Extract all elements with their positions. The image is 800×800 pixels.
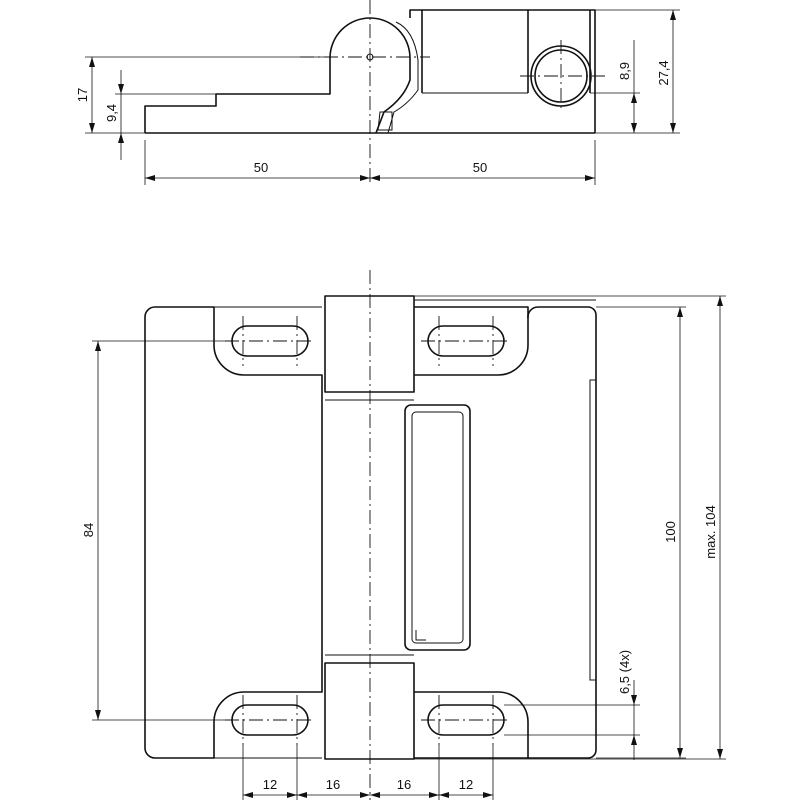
side-view-knuckle: [329, 17, 411, 134]
side-view-right-leaf: [409, 9, 596, 133]
side-view-dimensions: 17 9,4 50 50 8,9 27,4: [75, 9, 680, 185]
front-view-right-leaf-outline: [527, 306, 597, 759]
front-view: [144, 270, 597, 800]
dimension-left-width: 50: [254, 160, 268, 175]
dimension-bottom-spacing-1: 12: [263, 777, 277, 792]
front-view-right-leaf-bottom: [414, 691, 529, 759]
dimension-right-width: 50: [473, 160, 487, 175]
dimension-total-height: 17: [75, 88, 90, 102]
side-view-knuckle-inner: [387, 21, 419, 134]
side-view: [144, 0, 605, 185]
dimension-bottom-spacing-3: 16: [397, 777, 411, 792]
front-view-right-leaf: [414, 306, 529, 376]
front-view-knuckle-top: [324, 295, 415, 393]
front-view-window-inner: [411, 411, 464, 644]
side-view-left-leaf: [144, 58, 331, 133]
dimension-bottom-spacing-4: 12: [459, 777, 473, 792]
dimension-overall-height: 27,4: [656, 60, 671, 85]
dimension-pin-height: 8,9: [617, 62, 632, 80]
dimension-base-thickness: 9,4: [104, 104, 119, 122]
side-view-knuckle-tab: [377, 111, 393, 131]
dimension-hole-diameter: 6,5 (4x): [617, 650, 632, 694]
side-view-block: [527, 10, 591, 93]
dimension-max-height: max. 104: [703, 505, 718, 558]
dimension-bottom-spacing-2: 16: [326, 777, 340, 792]
front-view-window-corner-mark: [415, 630, 426, 641]
front-view-left-leaf: [144, 306, 323, 759]
front-view-window-outer: [404, 404, 471, 651]
front-view-knuckle-bottom: [324, 662, 415, 760]
front-view-edge-strip: [589, 379, 597, 681]
front-view-dimensions: 84 100 max. 104 6,5 (4x) 12 16 16 12: [81, 295, 726, 800]
dimension-height: 100: [663, 521, 678, 543]
dimension-hole-spacing: 84: [81, 523, 96, 537]
